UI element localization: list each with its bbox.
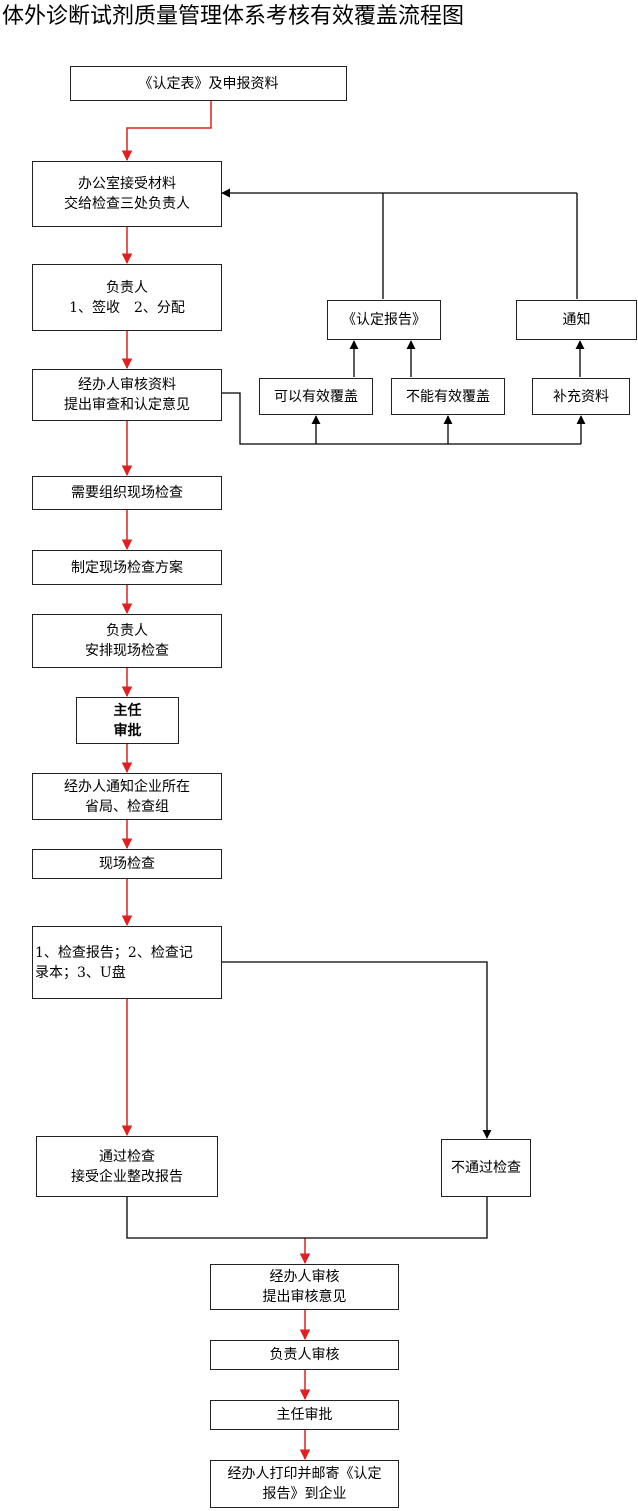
node-make-plan: 制定现场检查方案 bbox=[32, 550, 222, 585]
arrow-n1-n2 bbox=[121, 101, 212, 162]
node-application-materials: 《认定表》及申报资料 bbox=[70, 66, 347, 101]
node-office-receive: 办公室接受材料交给检查三处负责人 bbox=[32, 161, 222, 227]
node-notify-enterprise: 经办人通知企业所在省局、检查组 bbox=[32, 773, 222, 820]
node-fail-inspection: 不通过检查 bbox=[441, 1139, 531, 1197]
line-merge bbox=[126, 1197, 488, 1239]
side-flow-arrows bbox=[126, 188, 586, 1239]
node-inspection-report: 1、检查报告；2、检查记录本；3、U盘 bbox=[32, 926, 222, 999]
node-handler-final-review: 经办人审核提出审核意见 bbox=[210, 1264, 399, 1310]
page-title: 体外诊断试剂质量管理体系考核有效覆盖流程图 bbox=[2, 4, 465, 29]
node-arrange-inspection: 负责人安排现场检查 bbox=[32, 614, 222, 668]
node-notice: 通知 bbox=[516, 300, 637, 340]
node-cannot-cover: 不能有效覆盖 bbox=[391, 378, 505, 415]
node-responsible-review: 负责人审核 bbox=[210, 1340, 399, 1370]
main-flow-arrows bbox=[121, 101, 311, 1461]
node-pass-inspection: 通过检查接受企业整改报告 bbox=[36, 1136, 218, 1197]
line-n4-branch bbox=[222, 392, 581, 445]
node-need-inspection: 需要组织现场检查 bbox=[32, 476, 222, 510]
node-certification-report: 《认定报告》 bbox=[327, 300, 441, 340]
node-site-inspection: 现场检查 bbox=[32, 849, 222, 879]
node-print-mail-report: 经办人打印并邮寄《认定报告》到企业 bbox=[210, 1460, 399, 1508]
node-director-final-approve: 主任审批 bbox=[210, 1400, 399, 1430]
node-handler-review: 经办人审核资料提出审查和认定意见 bbox=[32, 369, 222, 421]
node-can-cover: 可以有效覆盖 bbox=[259, 378, 373, 415]
node-supplement-materials: 补充资料 bbox=[532, 378, 630, 415]
arrow-n11-n13 bbox=[222, 961, 492, 1139]
node-director-approve: 主任审批 bbox=[76, 697, 179, 744]
